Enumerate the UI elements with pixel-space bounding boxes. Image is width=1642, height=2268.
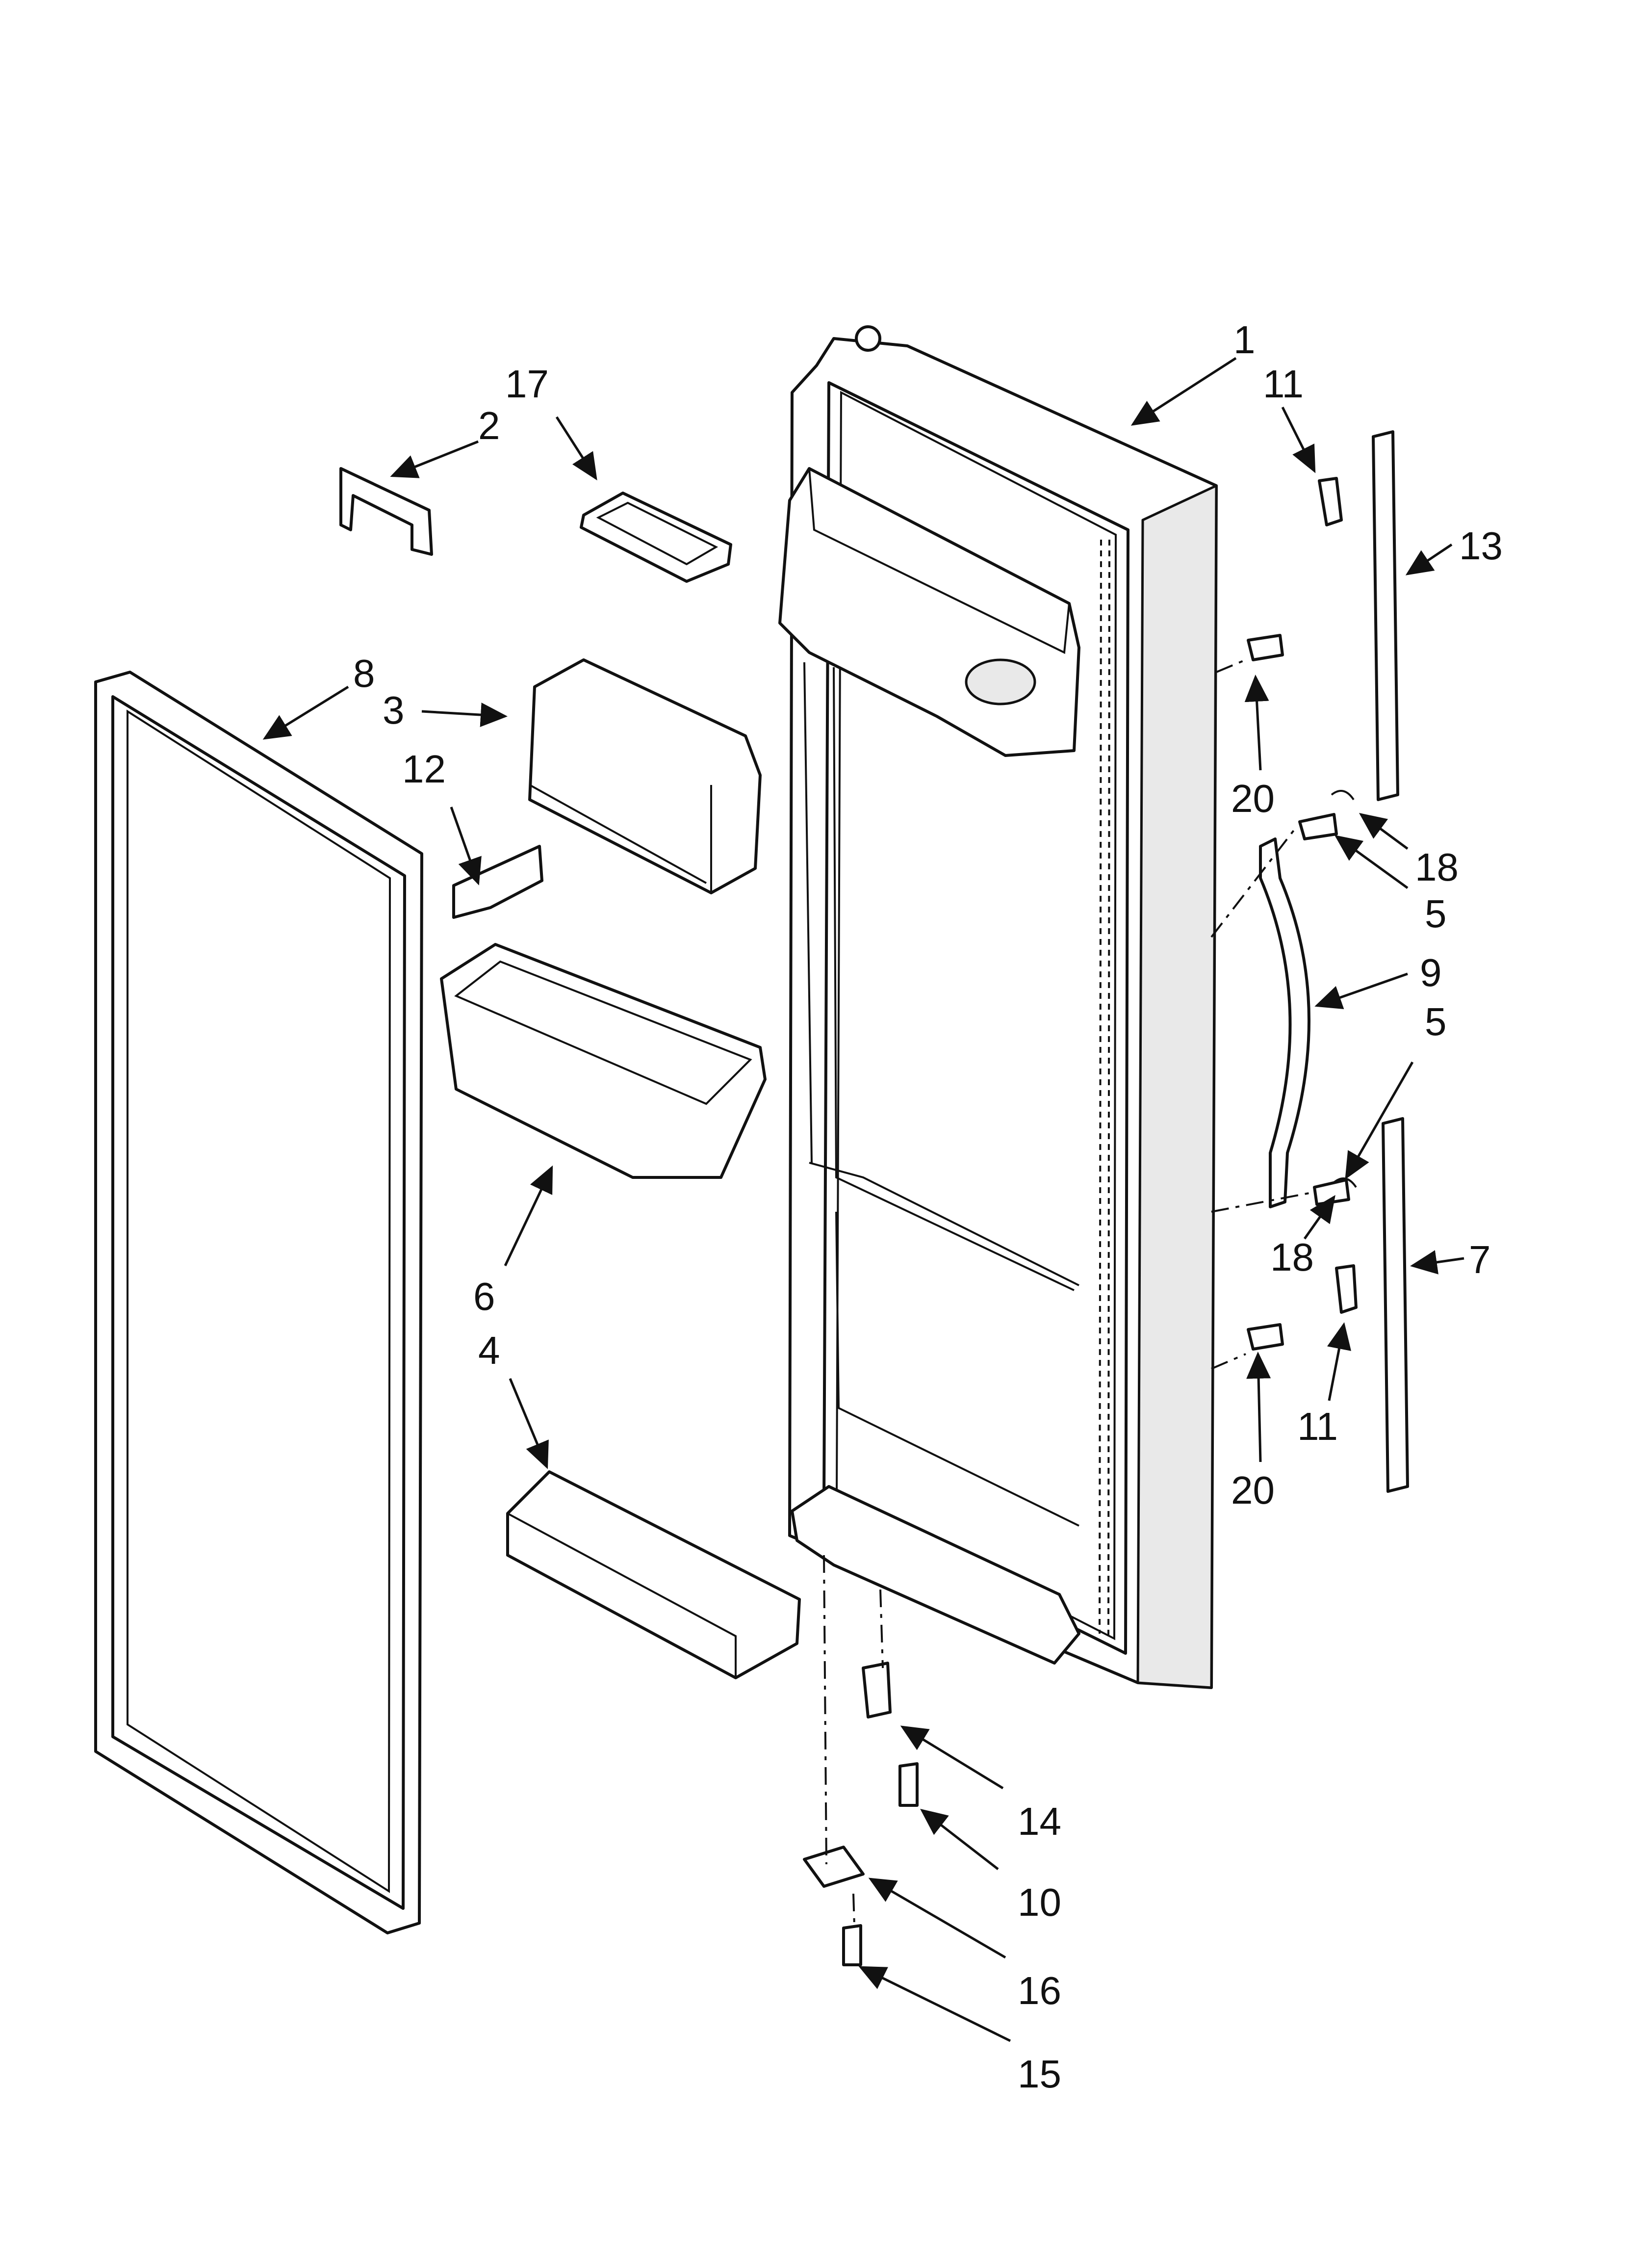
callout-3: 3 (383, 688, 405, 732)
dairy-cover-part (528, 658, 762, 894)
callout-20-bottom: 20 (1231, 1468, 1275, 1512)
callout-18-top: 18 (1415, 845, 1459, 889)
callout-8: 8 (353, 652, 375, 695)
alignment-lines (823, 659, 1315, 1926)
clip-part (452, 845, 543, 919)
trim-strip-part (1372, 430, 1399, 801)
callout-17: 17 (505, 362, 549, 406)
callout-16: 16 (1018, 1969, 1061, 2012)
callout-9: 9 (1420, 951, 1442, 994)
callout-labels: 1 17 2 11 13 8 3 12 20 18 5 9 5 6 18 7 4… (353, 318, 1503, 2096)
callout-4: 4 (478, 1329, 500, 1372)
tray-part (580, 492, 732, 583)
callout-11-top: 11 (1263, 362, 1304, 406)
trim-strip-lower-part (1382, 1117, 1409, 1493)
leader-arrows (262, 357, 1464, 2042)
callout-13: 13 (1459, 524, 1503, 568)
door-assembly-part (778, 325, 1218, 1689)
callout-10: 10 (1018, 1880, 1061, 1924)
callout-5-bottom: 5 (1425, 1000, 1447, 1043)
callout-7: 7 (1469, 1238, 1491, 1281)
door-handle-part (1259, 837, 1310, 1208)
callout-2: 2 (478, 404, 500, 447)
callout-15: 15 (1018, 2052, 1061, 2096)
callout-11-bottom: 11 (1297, 1405, 1338, 1448)
callout-6: 6 (473, 1275, 495, 1318)
callout-12: 12 (402, 747, 446, 791)
callout-1: 1 (1233, 318, 1256, 362)
callout-14: 14 (1018, 1799, 1061, 1843)
lower-bin-part (506, 1470, 801, 1679)
callout-20-top: 20 (1231, 777, 1275, 820)
door-gasket-part (94, 671, 423, 1934)
callout-18-bottom: 18 (1270, 1235, 1314, 1279)
bracket-part (339, 467, 433, 556)
callout-5-top: 5 (1425, 892, 1447, 936)
door-bin-part (440, 943, 767, 1179)
